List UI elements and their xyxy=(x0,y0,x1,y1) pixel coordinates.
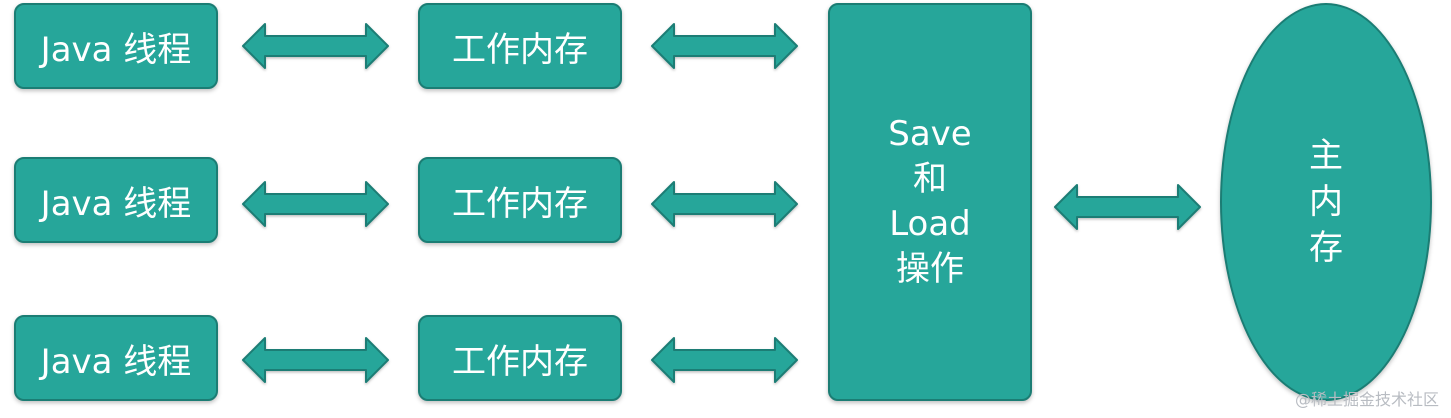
main-memory-line-1: 主 xyxy=(1309,136,1343,176)
working-memory-box-2: 工作内存 xyxy=(418,157,622,243)
arrow-work-saveload-3 xyxy=(651,337,798,383)
java-thread-box-1: Java 线程 xyxy=(14,3,218,89)
watermark: @稀土掘金技术社区 xyxy=(1294,390,1439,409)
arrow-work-saveload-2 xyxy=(651,181,798,227)
main-memory-line-3: 存 xyxy=(1309,228,1343,268)
save-load-operation-box: Save 和 Load 操作 xyxy=(828,3,1032,401)
arrow-work-saveload-1 xyxy=(651,23,798,69)
main-memory-ellipse: 主 内 存 xyxy=(1220,3,1432,401)
save-load-line-2: 和 xyxy=(913,159,947,199)
save-load-line-4: 操作 xyxy=(896,249,964,289)
java-thread-box-2: Java 线程 xyxy=(14,157,218,243)
arrow-saveload-main xyxy=(1054,184,1201,230)
save-load-line-1: Save xyxy=(888,114,972,154)
arrow-thread-work-1 xyxy=(242,23,389,69)
arrow-thread-work-3 xyxy=(242,337,389,383)
working-memory-box-3: 工作内存 xyxy=(418,315,622,401)
working-memory-box-1: 工作内存 xyxy=(418,3,622,89)
arrow-thread-work-2 xyxy=(242,181,389,227)
save-load-line-3: Load xyxy=(889,204,971,244)
main-memory-line-2: 内 xyxy=(1309,182,1343,222)
java-thread-box-3: Java 线程 xyxy=(14,315,218,401)
